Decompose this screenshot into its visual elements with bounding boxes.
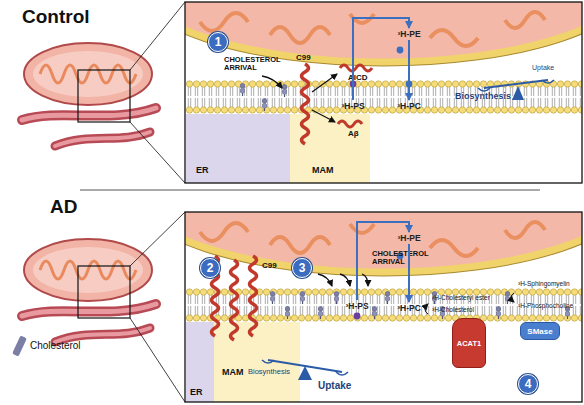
panel-band: AD 2 3 ³H-PS ³H-PE ³H-PC ACAT1 SMase 4	[0, 192, 584, 405]
inset-frame	[185, 2, 582, 183]
inset-frame	[185, 212, 582, 402]
callout-number: 4	[518, 374, 538, 394]
node-text: 3	[299, 262, 306, 274]
annotation-label: C99	[296, 54, 311, 63]
annotation-label: Uptake	[318, 380, 351, 391]
annotation-label: Uptake	[532, 64, 554, 72]
node-text: 4	[525, 378, 532, 390]
annotation-label: ³H-Cholesterol	[432, 306, 474, 313]
panel-title: Control	[22, 6, 90, 28]
lipid-label: ³H-PE	[392, 232, 426, 244]
mitochondrion-sketch	[22, 2, 185, 183]
annotation-label: ³H-Cholesteryl ester	[432, 294, 490, 301]
mitochondrion-sketch	[22, 212, 185, 402]
annotation-label: ³H-Phosphocholine	[518, 302, 573, 309]
annotation-label: CHOLESTEROL ARRIVAL	[224, 56, 286, 73]
node-text: 2	[207, 262, 214, 274]
divider	[80, 190, 540, 191]
annotation-label: Biosynthesis	[455, 92, 511, 102]
node-text: ³H-PE	[397, 29, 420, 39]
node-text: ³H-PE	[397, 233, 420, 243]
annotation-label: Aβ	[348, 130, 359, 139]
callout-number: 2	[200, 258, 220, 278]
ad-inset	[185, 212, 582, 402]
annotation-label: C99	[262, 262, 277, 271]
annotation-label: AICD	[348, 74, 368, 83]
control-inset	[185, 2, 582, 183]
callout-number: 1	[208, 32, 228, 52]
annotation-label: Biosynthesis	[248, 368, 290, 376]
panel-title: AD	[50, 196, 77, 218]
node-text: ³H-PC	[397, 303, 421, 313]
annotation-label: MAM	[222, 368, 244, 378]
transport-arrow	[408, 40, 410, 100]
lipid-label: ³H-PE	[392, 28, 426, 40]
legend-swatch	[12, 335, 27, 356]
node-text: ³H-PS	[345, 301, 368, 311]
annotation-label: ³H-Sphingomyelin	[518, 280, 570, 287]
annotation-label: ER	[190, 388, 203, 398]
node-text: ³H-PC	[397, 101, 421, 111]
callout-number: 3	[292, 258, 312, 278]
legend-text: Cholesterol	[30, 340, 81, 351]
enzyme-shape: SMase	[520, 322, 560, 340]
transport-arrow	[353, 18, 409, 100]
node-text: ACAT1	[457, 339, 481, 348]
lipid-label: ³H-PS	[340, 300, 374, 312]
node-text: ³H-PS	[341, 101, 364, 111]
annotation-label: MAM	[312, 166, 334, 176]
node-text: 1	[215, 36, 222, 48]
lipid-label: ³H-PC	[392, 100, 426, 112]
transport-arrow	[357, 222, 409, 300]
transport-arrow	[408, 244, 410, 302]
lipid-label: ³H-PS	[336, 100, 370, 112]
node-text: SMase	[527, 327, 552, 336]
annotation-label: CHOLESTEROL ARRIVAL	[372, 250, 434, 267]
annotation-label: ER	[196, 166, 209, 176]
enzyme-shape: ACAT1	[452, 318, 486, 368]
lipid-label: ³H-PC	[392, 302, 426, 314]
